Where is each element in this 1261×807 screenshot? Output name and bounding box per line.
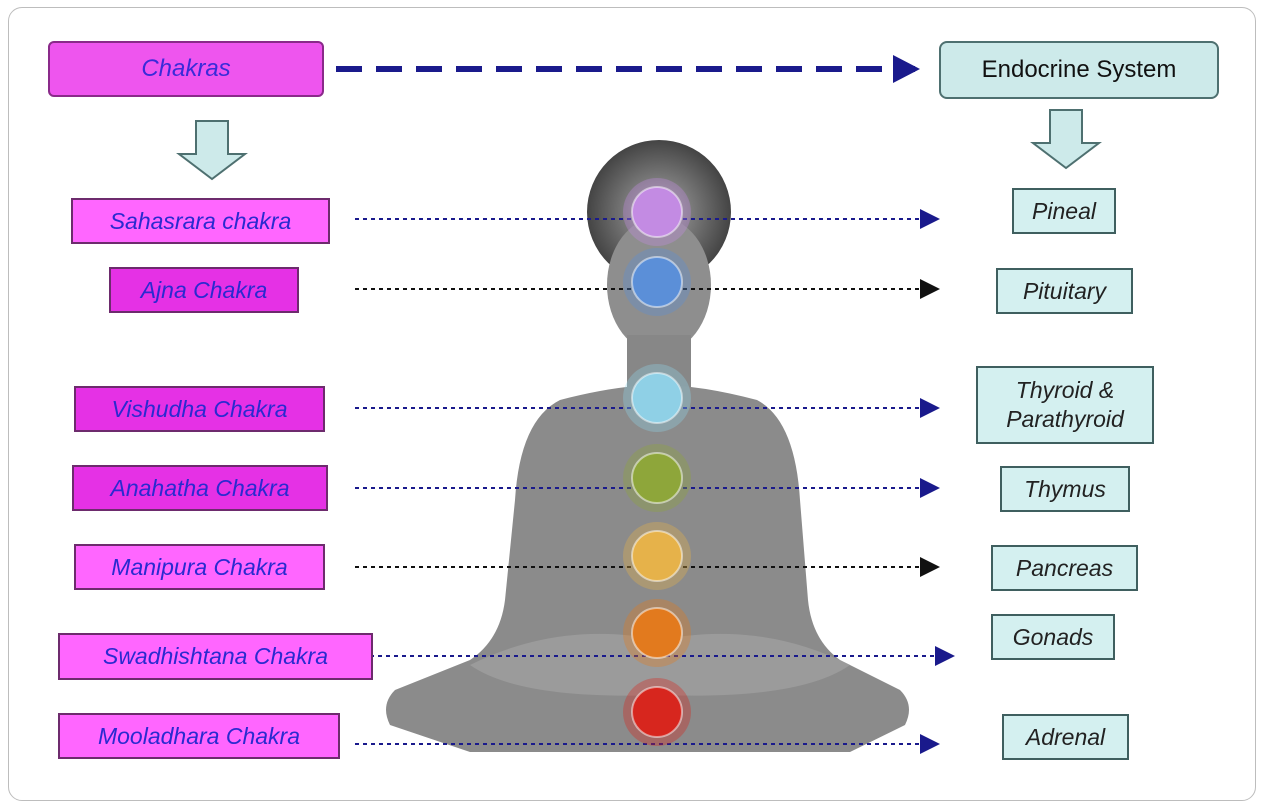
chakra-orb-mooladhara [632,687,682,737]
gland-thymus: Thymus [1000,466,1130,512]
chakra-swadhishtana: Swadhishtana Chakra [58,633,373,680]
chakras-down-arrow [179,121,245,179]
header-arrowhead [893,55,920,83]
endocrine-down-arrow [1033,110,1099,168]
gland-thyroid-line1: Thyroid & [1016,376,1114,405]
gland-pancreas: Pancreas [991,545,1138,591]
gland-pineal: Pineal [1012,188,1116,234]
chakra-mooladhara: Mooladhara Chakra [58,713,340,759]
chakra-vishudha: Vishudha Chakra [74,386,325,432]
chakra-orb-sahasrara [632,187,682,237]
chakra-orb-vishudha [632,373,682,423]
gland-pituitary: Pituitary [996,268,1133,314]
gland-adrenal: Adrenal [1002,714,1129,760]
chakra-orb-manipura [632,531,682,581]
chakra-anahatha: Anahatha Chakra [72,465,328,511]
chakra-sahasrara: Sahasrara chakra [71,198,330,244]
chakra-orb-swadhishtana [632,608,682,658]
chakra-orb-ajna [632,257,682,307]
chakras-header: Chakras [48,41,324,97]
chakra-orb-anahatha [632,453,682,503]
chakra-manipura: Manipura Chakra [74,544,325,590]
gland-thyroid-line2: Parathyroid [1006,405,1124,434]
endocrine-system-header: Endocrine System [939,41,1219,99]
chakra-ajna: Ajna Chakra [109,267,299,313]
gland-gonads: Gonads [991,614,1115,660]
gland-thyroid-parathyroid: Thyroid & Parathyroid [976,366,1154,444]
